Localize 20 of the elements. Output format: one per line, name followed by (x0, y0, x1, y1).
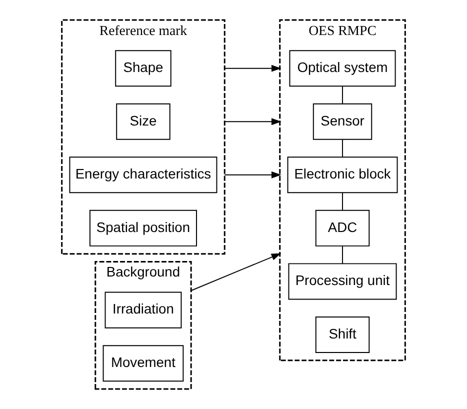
node-box: Shape (115, 50, 172, 87)
node-box: Size (116, 103, 170, 140)
node-box: Processing unit (288, 263, 397, 300)
node-box: Electronic block (287, 156, 398, 194)
node-box: Spatial position (89, 210, 197, 246)
arrow (224, 118, 282, 126)
arrow (190, 253, 282, 292)
connector (342, 246, 343, 264)
node-box: Movement (102, 345, 184, 382)
node-box: ADC (315, 210, 370, 246)
connector (342, 86, 343, 104)
node-box: Sensor (312, 103, 372, 140)
node-box: Energy characteristics (69, 156, 218, 194)
node-box: Shift (315, 316, 370, 353)
arrow (224, 171, 282, 178)
connector (342, 192, 343, 211)
node-box: Irradiation (104, 292, 182, 328)
connector (342, 139, 343, 158)
arrow (224, 64, 282, 72)
node-box: Optical system (289, 50, 396, 87)
